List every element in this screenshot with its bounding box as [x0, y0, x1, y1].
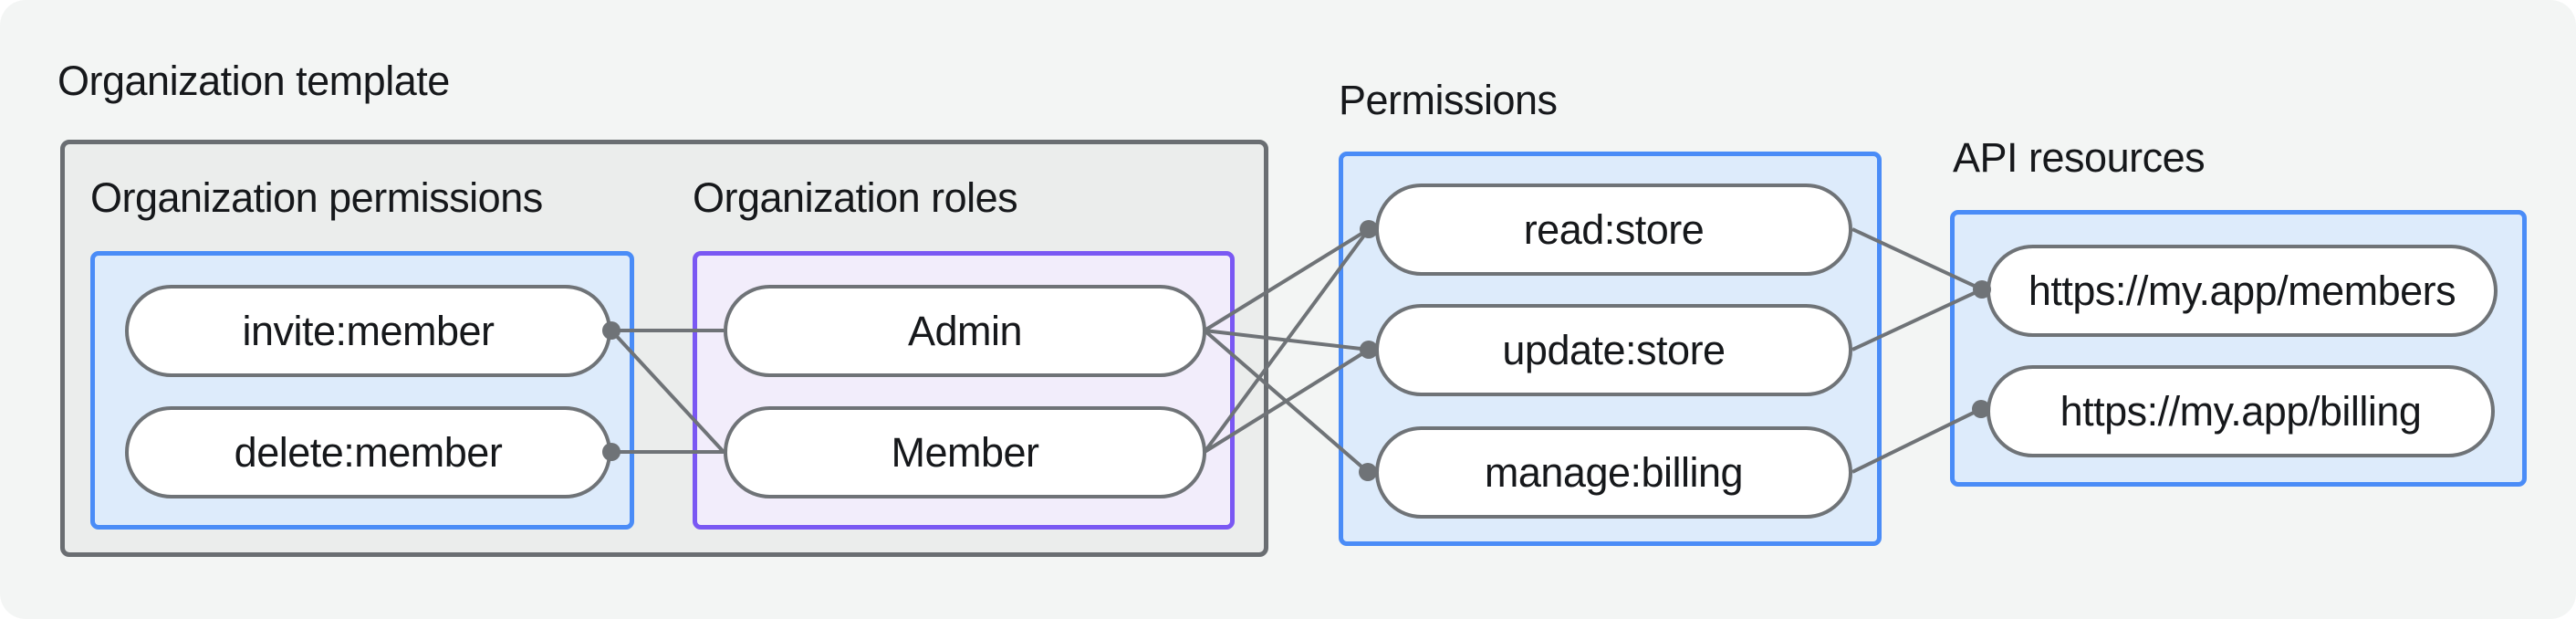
node-admin: Admin — [724, 285, 1206, 377]
node-read-store: read:store — [1375, 184, 1852, 276]
node-manage-billing: manage:billing — [1375, 426, 1852, 519]
permissions-title: Permissions — [1339, 77, 1558, 123]
org-permissions-title: Organization permissions — [90, 174, 543, 221]
api-resources-title: API resources — [1953, 134, 2206, 181]
org-roles-title: Organization roles — [693, 174, 1018, 221]
node-member: Member — [724, 406, 1206, 498]
node-invite-member: invite:member — [125, 285, 611, 377]
node-delete-member: delete:member — [125, 406, 611, 498]
org-template-title: Organization template — [57, 58, 450, 104]
node-update-store: update:store — [1375, 304, 1852, 396]
node-api-members: https://my.app/members — [1987, 245, 2498, 337]
node-api-billing: https://my.app/billing — [1987, 365, 2495, 457]
